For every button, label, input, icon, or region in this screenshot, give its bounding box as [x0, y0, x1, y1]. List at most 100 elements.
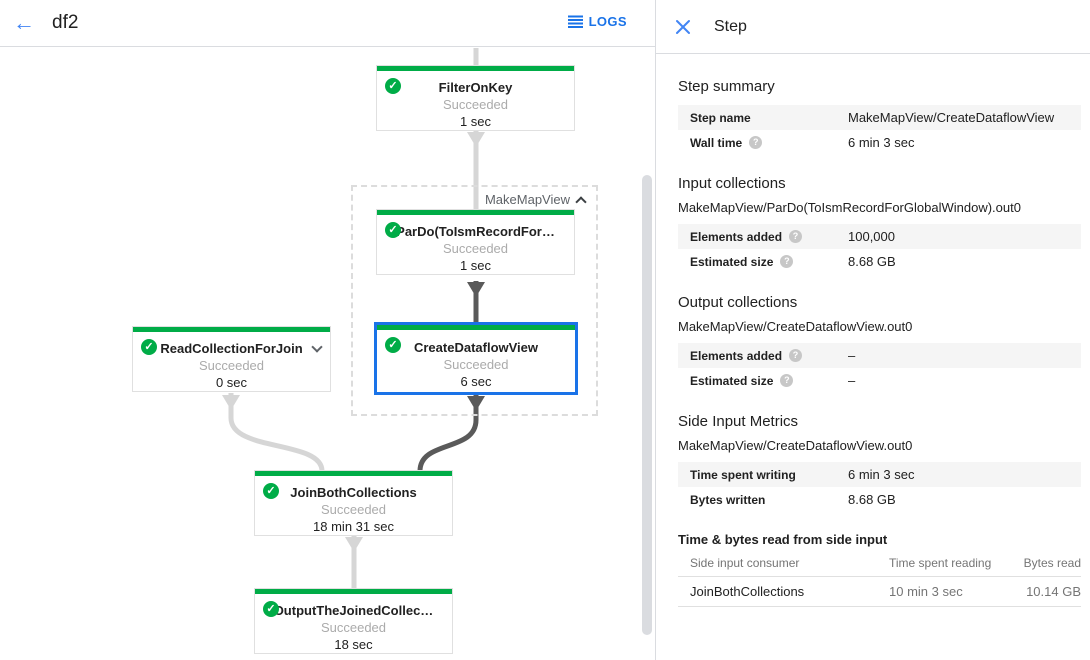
node-title: OutputTheJoinedCollec… [273, 603, 434, 618]
row-label: Step name [690, 110, 751, 125]
node-status: Succeeded [320, 620, 387, 635]
section-heading: Side Input Metrics [678, 413, 799, 430]
logs-button[interactable]: LOGS [567, 14, 627, 29]
step-details-panel: Step Step summary Step name MakeMapView/… [655, 0, 1090, 660]
panel-title: Step [714, 17, 747, 35]
graph-node-outputthejoinedcollection[interactable]: ✓ OutputTheJoinedCollec… Succeeded 18 se… [254, 588, 453, 654]
table-header-row: Side input consumer Time spent reading B… [678, 549, 1081, 577]
node-status-bar [133, 327, 330, 332]
job-header: ← df2 LOGS [0, 0, 655, 47]
row-label: Estimated size [690, 373, 774, 388]
node-status-bar [255, 589, 452, 594]
row-label: Elements added [690, 229, 783, 244]
section-heading: Input collections [678, 175, 786, 192]
section-step-summary: Step summary Step name MakeMapView/Creat… [678, 78, 1081, 155]
row-value: 6 min 3 sec [848, 135, 915, 150]
side-input-row-bytes-written: Bytes written 8.68 GB [678, 487, 1081, 512]
graph-node-joinbothcollections[interactable]: ✓ JoinBothCollections Succeeded 18 min 3… [254, 470, 453, 536]
node-status-bar [377, 66, 574, 71]
succeeded-check-icon: ✓ [263, 601, 279, 617]
output-row-estimated-size: Estimated size ? – [678, 368, 1081, 393]
node-title: FilterOnKey [438, 80, 513, 95]
section-input-collections: Input collections MakeMapView/ParDo(ToIs… [678, 175, 1081, 274]
node-title: ParDo(ToIsmRecordFor… [396, 224, 555, 239]
help-icon[interactable]: ? [780, 255, 794, 268]
succeeded-check-icon: ✓ [385, 337, 401, 353]
node-time: 1 sec [459, 258, 492, 273]
succeeded-check-icon: ✓ [385, 78, 401, 94]
column-header: Bytes read [1023, 555, 1081, 570]
summary-row-wall-time: Wall time ? 6 min 3 sec [678, 130, 1081, 155]
help-icon[interactable]: ? [749, 136, 763, 149]
node-status: Succeeded [320, 502, 387, 517]
table-cell-time-reading: 10 min 3 sec [889, 584, 963, 599]
succeeded-check-icon: ✓ [385, 222, 401, 238]
node-status: Succeeded [442, 241, 509, 256]
panel-content: Step summary Step name MakeMapView/Creat… [656, 54, 1090, 607]
pipeline-graph: MakeMapView ✓ FilterOnKey Succeeded 1 se… [0, 48, 655, 660]
node-time: 18 sec [334, 637, 373, 652]
section-side-input-table: Time & bytes read from side input Side i… [678, 532, 1081, 607]
row-value: – [848, 373, 856, 388]
node-time: 6 sec [460, 374, 492, 389]
table-row: JoinBothCollections 10 min 3 sec 10.14 G… [678, 577, 1081, 607]
row-value: 100,000 [848, 229, 895, 244]
back-arrow-icon[interactable]: ← [10, 9, 38, 37]
help-icon[interactable]: ? [789, 349, 803, 362]
output-collection-name: MakeMapView/CreateDataflowView.out0 [678, 319, 913, 334]
section-heading: Step summary [678, 78, 775, 95]
node-status: Succeeded [443, 357, 509, 372]
table-cell-bytes-read: 10.14 GB [1026, 584, 1081, 599]
node-status-bar [255, 471, 452, 476]
input-row-elements-added: Elements added ? 100,000 [678, 224, 1081, 249]
graph-node-readcollectionforjoin[interactable]: ✓ ReadCollectionForJoin Succeeded 0 sec [132, 326, 331, 392]
help-icon[interactable]: ? [780, 374, 794, 387]
graph-node-filteronkey[interactable]: ✓ FilterOnKey Succeeded 1 sec [376, 65, 575, 131]
succeeded-check-icon: ✓ [141, 339, 157, 355]
group-label[interactable]: MakeMapView [484, 192, 570, 207]
graph-node-pardo-toismrecord[interactable]: ✓ ParDo(ToIsmRecordFor… Succeeded 1 sec [376, 209, 575, 275]
row-label: Bytes written [690, 492, 766, 507]
row-value: MakeMapView/CreateDataflowView [848, 110, 1055, 125]
node-status-bar [377, 325, 575, 330]
node-status: Succeeded [198, 358, 265, 373]
row-label: Time spent writing [690, 467, 796, 482]
node-title: ReadCollectionForJoin [160, 341, 303, 356]
composite-group-makemapview: MakeMapView [351, 185, 598, 416]
row-value: – [848, 348, 856, 363]
help-icon[interactable]: ? [789, 230, 803, 243]
row-value: 8.68 GB [848, 492, 896, 507]
logs-label: LOGS [588, 14, 627, 29]
section-output-collections: Output collections MakeMapView/CreateDat… [678, 294, 1081, 393]
column-header: Time spent reading [889, 555, 992, 570]
row-value: 8.68 GB [848, 254, 896, 269]
panel-header: Step [656, 0, 1090, 54]
job-title: df2 [52, 12, 79, 33]
section-heading: Output collections [678, 294, 798, 311]
graph-node-createdataflowview[interactable]: ✓ CreateDataflowView Succeeded 6 sec [374, 322, 578, 395]
node-time: 0 sec [215, 375, 248, 390]
table-heading: Time & bytes read from side input [678, 532, 888, 547]
table-cell-consumer: JoinBothCollections [690, 584, 805, 599]
close-icon[interactable] [675, 19, 691, 35]
column-header: Side input consumer [690, 555, 800, 570]
row-label: Wall time [690, 135, 743, 150]
job-graph-pane: ← df2 LOGS [0, 0, 655, 660]
output-row-elements-added: Elements added ? – [678, 343, 1081, 368]
row-label: Elements added [690, 348, 783, 363]
node-status: Succeeded [442, 97, 509, 112]
node-title: CreateDataflowView [413, 340, 539, 355]
summary-row-step-name: Step name MakeMapView/CreateDataflowView [678, 105, 1081, 130]
input-collection-name: MakeMapView/ParDo(ToIsmRecordForGlobalWi… [678, 200, 1021, 215]
node-status-bar [377, 210, 574, 215]
side-input-collection-name: MakeMapView/CreateDataflowView.out0 [678, 438, 913, 453]
section-side-input-metrics: Side Input Metrics MakeMapView/CreateDat… [678, 413, 1081, 512]
logs-list-icon [567, 15, 583, 28]
succeeded-check-icon: ✓ [263, 483, 279, 499]
row-value: 6 min 3 sec [848, 467, 915, 482]
input-row-estimated-size: Estimated size ? 8.68 GB [678, 249, 1081, 274]
row-label: Estimated size [690, 254, 774, 269]
graph-vertical-scrollbar[interactable] [642, 175, 652, 635]
collapse-chevron-up-icon[interactable] [575, 196, 587, 208]
node-time: 18 min 31 sec [313, 519, 394, 534]
